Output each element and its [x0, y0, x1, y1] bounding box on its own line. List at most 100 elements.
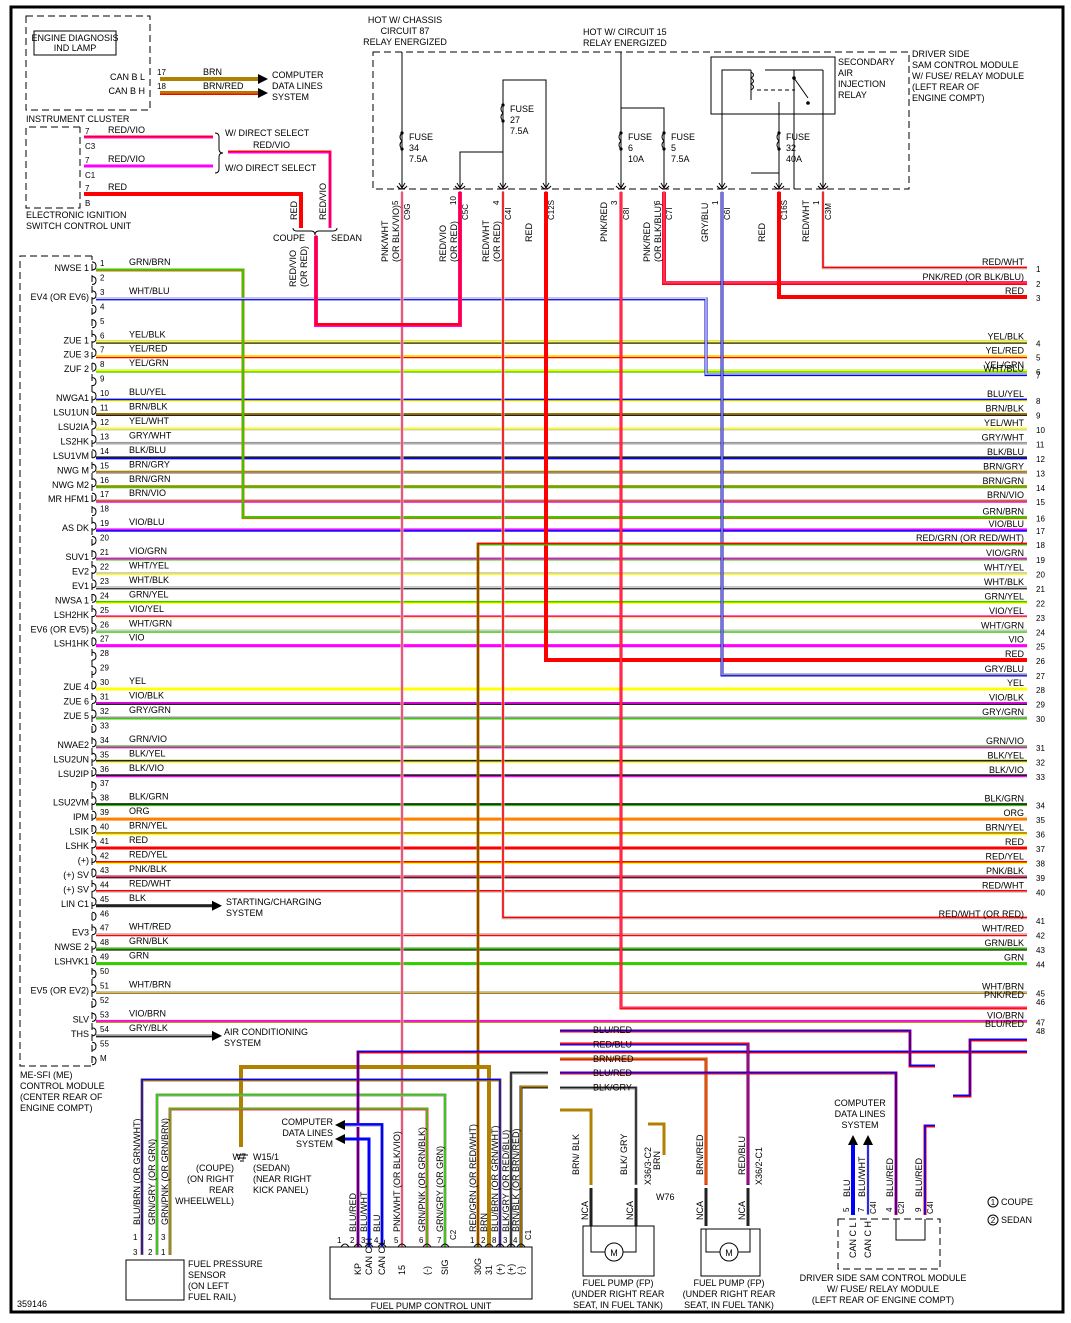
fuse-icon [661, 132, 665, 150]
right-wire-label: WHT/BRN [982, 982, 1024, 992]
ecm-pin-6: 6 [100, 331, 105, 340]
fpcu-wire-label: GRN/GRY (OR GRN) [435, 1146, 445, 1232]
ecm-pin-name: EV4 (OR EV6) [30, 292, 89, 302]
ecm-pin-36: 36 [100, 765, 109, 774]
ecm-pin-41: 41 [100, 837, 109, 846]
wire-coupe-9-core [924, 1124, 935, 1215]
pin-connector [91, 853, 97, 863]
wire-splice-brn-red-core [560, 1057, 707, 1185]
hot-87-3: RELAY ENERGIZED [363, 37, 447, 47]
pin-connector [91, 492, 97, 502]
ecm-pin-51: 51 [100, 982, 109, 991]
right-edge-number: 9 [1036, 412, 1041, 421]
legend-coupe-label: COUPE [1001, 1197, 1033, 1207]
pin-connector [91, 521, 97, 531]
fuse-terminal [400, 131, 404, 135]
ecm-pin-name: (+) SV [63, 884, 89, 894]
ecm-wire-label: WHT/BLK [129, 575, 169, 585]
right-edge-number: 24 [1036, 628, 1045, 637]
fp-sedan-title-3: SEAT, IN FUEL TANK) [684, 1300, 774, 1310]
ecm-pin-name: ZUE 6 [63, 697, 89, 707]
wire-splice-blu-red-2-core [560, 1071, 897, 1215]
right-wire-label: RED/WHT [982, 257, 1024, 267]
right-wire-label: RED [1005, 286, 1025, 296]
pin-connector [91, 622, 97, 632]
ecm-pin-19: 19 [100, 519, 109, 528]
pin-connector [91, 579, 97, 589]
fpcu-conn-c2: C2 [449, 1229, 458, 1240]
legend: 1 COUPE 2 SEDAN [987, 1196, 1033, 1226]
ecm-pin-48: 48 [100, 938, 109, 947]
ecm-pin-name: EV3 [72, 928, 89, 938]
fpcu-pin-name: 30G [473, 1258, 483, 1275]
right-edge-number: 30 [1036, 715, 1045, 724]
wire-fps-1-core [141, 1078, 501, 1255]
relay-label-4: RELAY [838, 90, 867, 100]
fuse-group: FUSE347.5AFUSE277.5AFUSE610AFUSE57.5AFUS… [399, 103, 810, 164]
right-wire-label: GRY/WHT [982, 432, 1025, 442]
pin-connector [91, 1041, 97, 1051]
fps-alt-pin: 2 [148, 1248, 153, 1257]
ecm-pin-name: ZUE 1 [63, 335, 89, 345]
sam-wire-label: RED/WHT [801, 200, 811, 242]
ecm-pin-5: 5 [100, 317, 105, 326]
ecm-pin-name: EV1 [72, 581, 89, 591]
right-edge-number: 47 [1036, 1018, 1045, 1027]
pump-internal-wiring [590, 1226, 751, 1253]
right-wire-label: YEL [1007, 678, 1024, 688]
right-wire-label: BLU/RED [985, 1019, 1025, 1029]
right-edge-number: 26 [1036, 657, 1045, 666]
right-wire-label: VIO/BLU [988, 519, 1024, 529]
ecm-wire-label: GRN [129, 951, 149, 961]
fpcu-wire-label: BLU/RED [348, 1192, 358, 1232]
fpcu-connector [506, 1243, 516, 1248]
right-wire-label: BRN/GRN [982, 476, 1024, 486]
ign-wire-3: RED [108, 182, 128, 192]
wire-c1-4-core [520, 1085, 548, 1247]
fuel-pressure-sensor [125, 1259, 185, 1301]
pin-connector [91, 796, 97, 806]
sam-bottom-conn: C2I [897, 1202, 906, 1214]
fpcu-wire-label: BLU [372, 1214, 382, 1232]
sam-connector [396, 185, 408, 190]
ecm-wire-label: RED [129, 835, 149, 845]
sam-bottom-wire: BLU/RED [885, 1157, 895, 1197]
ecm-pin-name: NWSE 2 [54, 942, 89, 952]
right-edge-number: 1 [1036, 265, 1041, 274]
coupe-label: COUPE [273, 233, 305, 243]
sam-connector-arrow [398, 182, 406, 189]
pin-connector [91, 319, 97, 329]
right-edge-number: 11 [1036, 440, 1045, 449]
right-edge-number: 25 [1036, 643, 1045, 652]
pin-connector [91, 275, 97, 285]
fpcu-data-1: COMPUTER [282, 1117, 334, 1127]
fuse-terminal [662, 147, 666, 151]
ecm-pin-18: 18 [100, 505, 109, 514]
right-edge-number: 18 [1036, 541, 1045, 550]
pin-connector [91, 897, 97, 907]
fpcu-pin: 3 [503, 1236, 508, 1245]
right-edge-number: 19 [1036, 556, 1045, 565]
fps-title-4: FUEL RAIL) [188, 1292, 236, 1302]
starting-charging-1: STARTING/CHARGING [226, 897, 322, 907]
fpcu-pin: 3 [361, 1236, 366, 1245]
fuse-terminal [619, 147, 623, 151]
right-wire-label: WHT/YEL [984, 562, 1024, 572]
ecm-pin-name: (+) [78, 855, 89, 865]
right-wire-label: BRN/YEL [985, 823, 1024, 833]
fpcu-connector [397, 1243, 407, 1248]
sam-wire-label: PNK/WHT [380, 220, 390, 262]
sam-bottom-pin: 7 [857, 1207, 866, 1212]
ecm-pin-name: EV5 (OR EV2) [30, 986, 89, 996]
ecm-pin-name: LSIK [69, 827, 89, 837]
wire-label-brn-red: BRN/RED [203, 81, 244, 91]
fpcu-connector [516, 1243, 526, 1248]
ground-sedan-2: (NEAR RIGHT [253, 1174, 312, 1184]
wire-c5c-core [314, 191, 462, 326]
ecm-wire-label: WHT/RED [129, 922, 171, 932]
pin-connector [91, 564, 97, 574]
fuse-terminal [619, 131, 623, 135]
fpcu-connector [473, 1243, 483, 1248]
